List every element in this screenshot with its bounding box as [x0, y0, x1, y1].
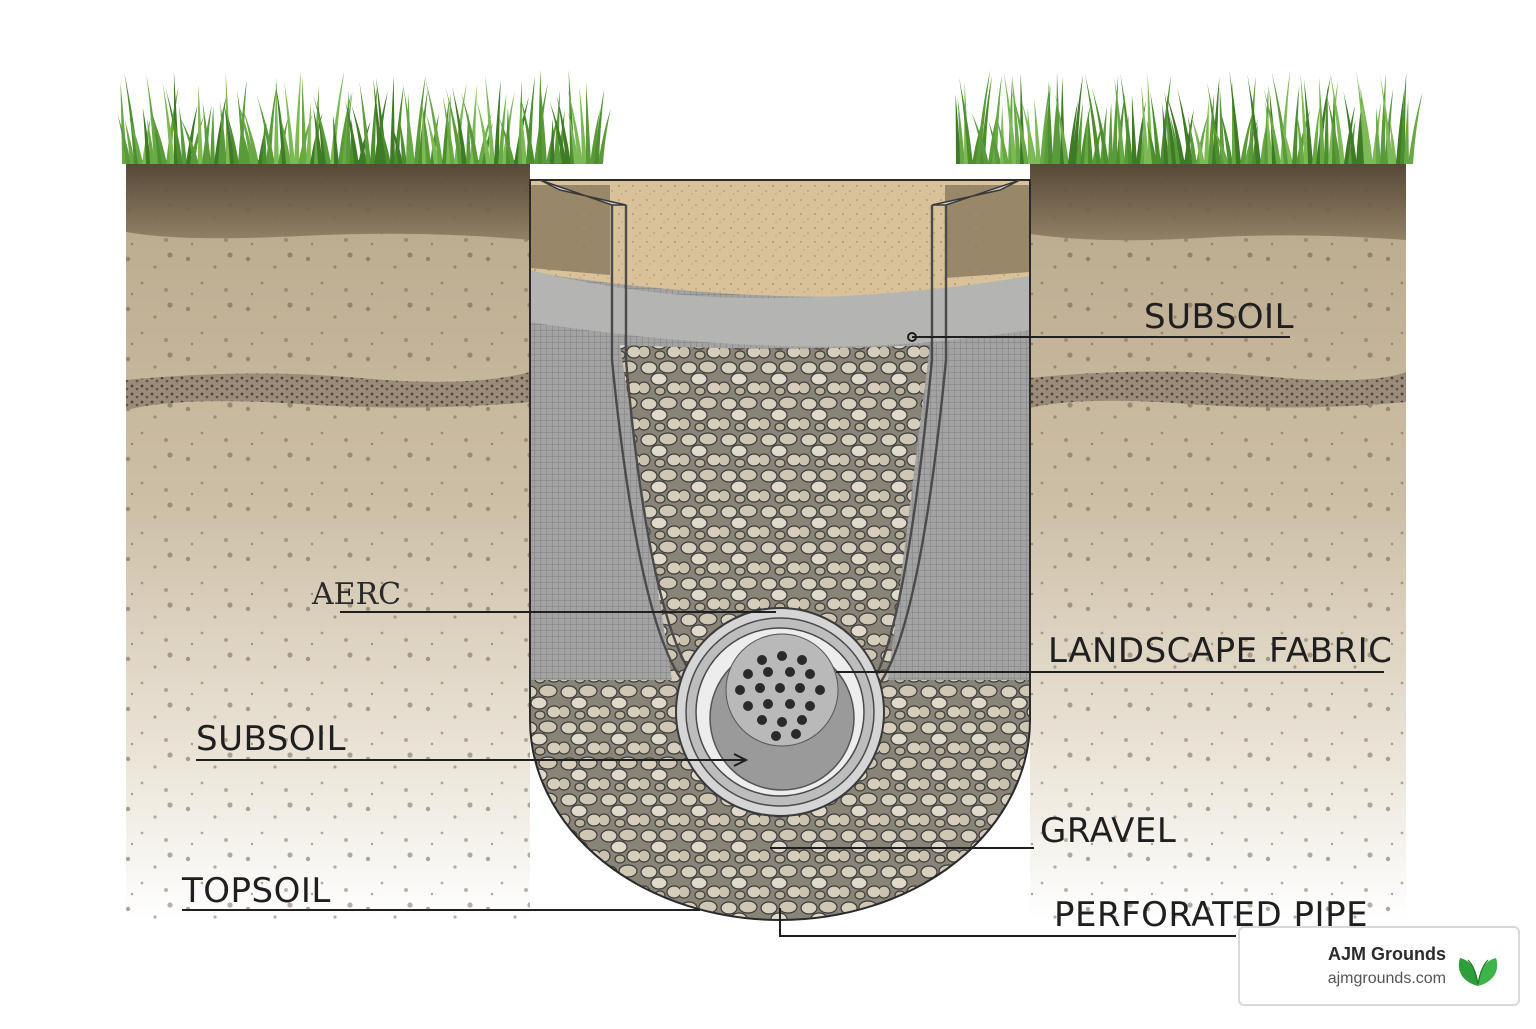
leaf-icon	[1458, 958, 1498, 986]
label-subsoil-top: SUBSOIL	[1144, 297, 1294, 337]
label-subsoil-left: SUBSOIL	[196, 719, 346, 759]
perforated-pipe	[675, 607, 885, 817]
brand-card[interactable]: AJM Grounds ajmgrounds.com	[1238, 926, 1520, 1006]
grass-right	[955, 69, 1423, 164]
label-gravel: GRAVEL	[1040, 811, 1176, 851]
leader-lines	[182, 332, 1384, 937]
grass-left	[117, 69, 611, 164]
brand-name: AJM Grounds	[1327, 944, 1446, 964]
label-landscape-fabric: LANDSCAPE FABRIC	[1048, 631, 1392, 671]
leader-perforated-pipe	[779, 908, 1236, 937]
soil-right	[1030, 160, 1406, 920]
trench-outline	[529, 179, 1031, 921]
brand-url: ajmgrounds.com	[1327, 970, 1446, 987]
soil-left	[126, 160, 530, 920]
label-garbled: AERC	[311, 577, 401, 612]
trench	[530, 180, 1030, 920]
pipe-holes	[735, 651, 825, 741]
label-topsoil: TOPSOIL	[181, 871, 331, 911]
